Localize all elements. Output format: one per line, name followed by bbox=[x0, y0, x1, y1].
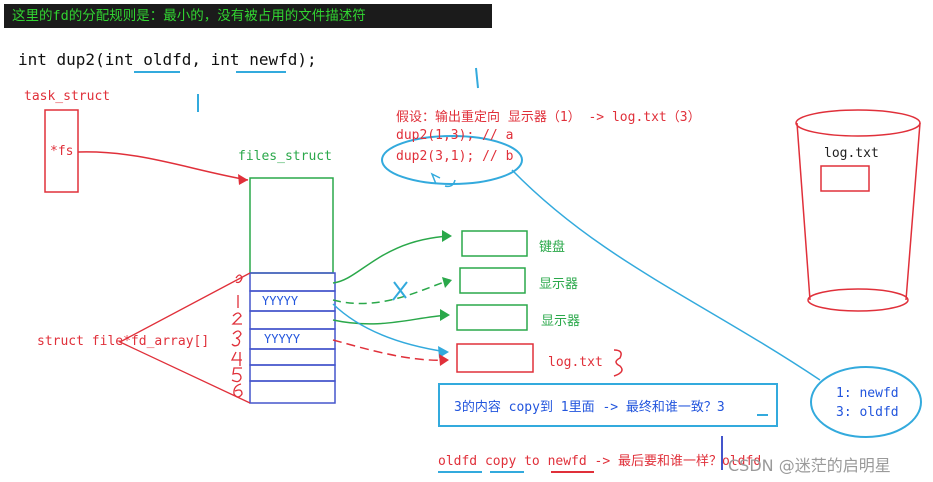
cup-sides bbox=[796, 122, 921, 301]
files-struct-label: files_struct bbox=[238, 149, 332, 164]
pen-stroke bbox=[475, 67, 479, 89]
arrow-fd2-display bbox=[332, 314, 449, 325]
bubble-line-2: 3: oldfd bbox=[836, 405, 899, 420]
copy-note-box: 3的内容 copy到 1里面 -> 最终和谁一致？3 bbox=[438, 383, 778, 427]
fd-array-bracket bbox=[118, 272, 251, 404]
bottom-rule-line: oldfd copy to newfd -> 最后要和谁一样？oldfd bbox=[438, 454, 762, 469]
fd-cell-3-text: YYYYY bbox=[264, 332, 301, 346]
rule-banner: 这里的fd的分配规则是：最小的，没有被占用的文件描述符 bbox=[4, 4, 492, 28]
bubble-ellipse bbox=[810, 366, 922, 438]
fd-array-label: struct file*fd_array[] bbox=[37, 334, 210, 349]
files-struct-box bbox=[249, 177, 334, 274]
arrow-fd3-logtxt bbox=[332, 339, 448, 361]
display-file-box-1 bbox=[459, 267, 526, 294]
arrow-fd1-logtxt bbox=[332, 303, 448, 353]
copy-note-text: 3的内容 copy到 1里面 -> 最终和谁一致？3 bbox=[454, 399, 725, 415]
cross-mark bbox=[392, 281, 408, 301]
dup2-b-line: dup2(3,1); // b bbox=[396, 149, 514, 164]
arrow-fd0-keyboard bbox=[332, 235, 451, 284]
fd-cell-4 bbox=[249, 348, 336, 366]
fd-cell-1-text: YYYYY bbox=[262, 294, 299, 308]
cup-label: log.txt bbox=[824, 146, 879, 161]
brace-mark bbox=[613, 349, 623, 377]
csdn-watermark: CSDN @迷茫的启明星 bbox=[728, 456, 891, 475]
cup-file-box bbox=[820, 165, 870, 192]
fd-cell-0 bbox=[249, 272, 336, 292]
fd-cell-6 bbox=[249, 380, 336, 404]
keyboard-file-box bbox=[461, 230, 528, 257]
display-label-1: 显示器 bbox=[539, 277, 579, 292]
arrow-fd1-display-broken bbox=[332, 279, 451, 305]
display-label-2: 显示器 bbox=[541, 314, 581, 329]
fd-indices bbox=[230, 274, 243, 398]
dup2-signature: int dup2(int oldfd, int newfd); bbox=[18, 50, 317, 69]
assumption-line: 假设：输出重定向 显示器（1） -> log.txt（3） bbox=[396, 110, 701, 125]
logtxt-file-box bbox=[456, 343, 534, 373]
cup-rim bbox=[795, 109, 921, 137]
task-struct-box bbox=[44, 109, 79, 193]
task-struct-label: task_struct bbox=[24, 89, 111, 104]
bubble-line-1: 1: newfd bbox=[836, 386, 899, 401]
keyboard-label: 键盘 bbox=[539, 240, 566, 255]
fs-arrowhead bbox=[238, 174, 248, 185]
dup2-a-line: dup2(1,3); // a bbox=[396, 128, 514, 143]
fd-cell-2 bbox=[249, 310, 336, 330]
link-to-bubble bbox=[511, 169, 821, 381]
fs-label: *fs bbox=[50, 144, 74, 159]
fs-pointer-arrow bbox=[77, 151, 249, 181]
fd-cell-5 bbox=[249, 364, 336, 382]
cup-bottom bbox=[807, 288, 909, 312]
dup2-ellipse bbox=[381, 135, 523, 185]
display-file-box-2 bbox=[456, 304, 528, 331]
logtxt-label: log.txt bbox=[548, 355, 603, 370]
